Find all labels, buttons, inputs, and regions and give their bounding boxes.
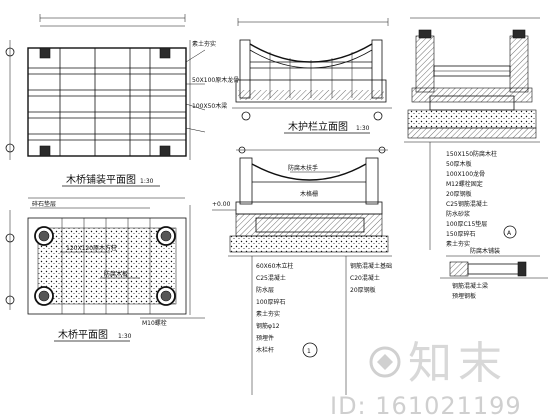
deck-plan-view: 素土夯实 50X100原木龙骨 100X50木梁 木桥铺装平面图 1:30	[5, 14, 239, 187]
mid-note-0: 60X60木立柱	[256, 262, 293, 270]
connection-detail: 防腐木铺装 钢筋混凝土梁 预埋钢板	[440, 247, 548, 300]
deck-plan-title: 木桥铺装平面图	[66, 173, 136, 186]
mid-note-8: 钢筋混凝土基础	[350, 262, 392, 270]
bridge-plan-title: 木桥平面图	[58, 329, 108, 341]
bridge-plan-view: 120X120原木方柱 防腐木板 碎石垫层 M10螺栓 木桥平面图 1:30	[5, 197, 205, 342]
detail-marker-a: A	[507, 230, 512, 237]
conn-note-1: 钢筋混凝土梁	[452, 282, 488, 290]
mid-note-5: 钢筋φ12	[256, 322, 280, 330]
deck-plan-scale: 1:30	[140, 178, 154, 185]
deck-note-2: 50X100原木龙骨	[192, 76, 239, 84]
mid-note-7: 木栏杆	[256, 346, 274, 354]
deck-note-1: 素土夯实	[192, 40, 216, 48]
mid-note-6: 预埋件	[256, 334, 274, 342]
bridge-section-view: +0.00 防腐木扶手 木格栅	[212, 146, 392, 257]
mid-note-4: 素土夯实	[256, 310, 280, 318]
detail-note-0: 150X150防腐木柱	[446, 150, 497, 158]
bridge-plan-note-1: 120X120原木方柱	[66, 244, 117, 252]
detail-note-8: 150厚碎石	[446, 230, 475, 238]
detail-note-3: M12螺栓固定	[446, 180, 483, 188]
post-section-detail: 150X150防腐木柱 50厚木板 100X100龙骨 M12螺栓固定 20厚钢…	[404, 17, 540, 250]
mid-note-10: 20厚钢板	[350, 286, 376, 294]
section-note-1: 防腐木扶手	[288, 164, 318, 172]
mid-note-2: 防水层	[256, 286, 274, 294]
bridge-plan-note-2: 防腐木板	[104, 270, 128, 278]
detail-marker-b: 1	[307, 348, 311, 355]
detail-note-6: 防水砂浆	[446, 210, 470, 218]
detail-note-1: 50厚木板	[446, 160, 472, 168]
section-level-label: +0.00	[212, 201, 231, 208]
section-note-2: 木格栅	[300, 190, 318, 198]
conn-note-0: 防腐木铺装	[470, 247, 500, 255]
watermark: 知末 ID: 161021199	[330, 338, 522, 420]
detail-note-2: 100X100龙骨	[446, 170, 485, 178]
mid-note-9: C20混凝土	[350, 274, 380, 282]
railing-elevation-view: 木护栏立面图 1:30	[232, 18, 392, 134]
bridge-plan-note-4: M10螺栓	[142, 319, 167, 327]
railing-elevation-title: 木护栏立面图	[288, 120, 348, 133]
bridge-plan-note-3: 碎石垫层	[32, 200, 56, 208]
mid-note-1: C25混凝土	[256, 274, 286, 282]
detail-note-4: 20厚钢板	[446, 190, 472, 198]
bridge-plan-scale: 1:30	[118, 333, 132, 340]
section-notes-block: 60X60木立柱 C25混凝土 防水层 100厚碎石 素土夯实 钢筋φ12 预埋…	[251, 256, 392, 395]
detail-note-7: 100厚C15垫层	[446, 220, 487, 228]
mid-note-3: 100厚碎石	[256, 298, 285, 306]
detail-note-5: C25钢筋混凝土	[446, 200, 488, 208]
watermark-logo-text: 知末	[408, 338, 508, 389]
deck-note-3: 100X50木梁	[192, 102, 227, 110]
railing-elevation-scale: 1:30	[356, 125, 370, 132]
detail-note-9: 素土夯实	[446, 240, 470, 248]
watermark-id-text: ID: 161021199	[330, 392, 522, 420]
conn-note-2: 预埋钢板	[452, 292, 476, 300]
